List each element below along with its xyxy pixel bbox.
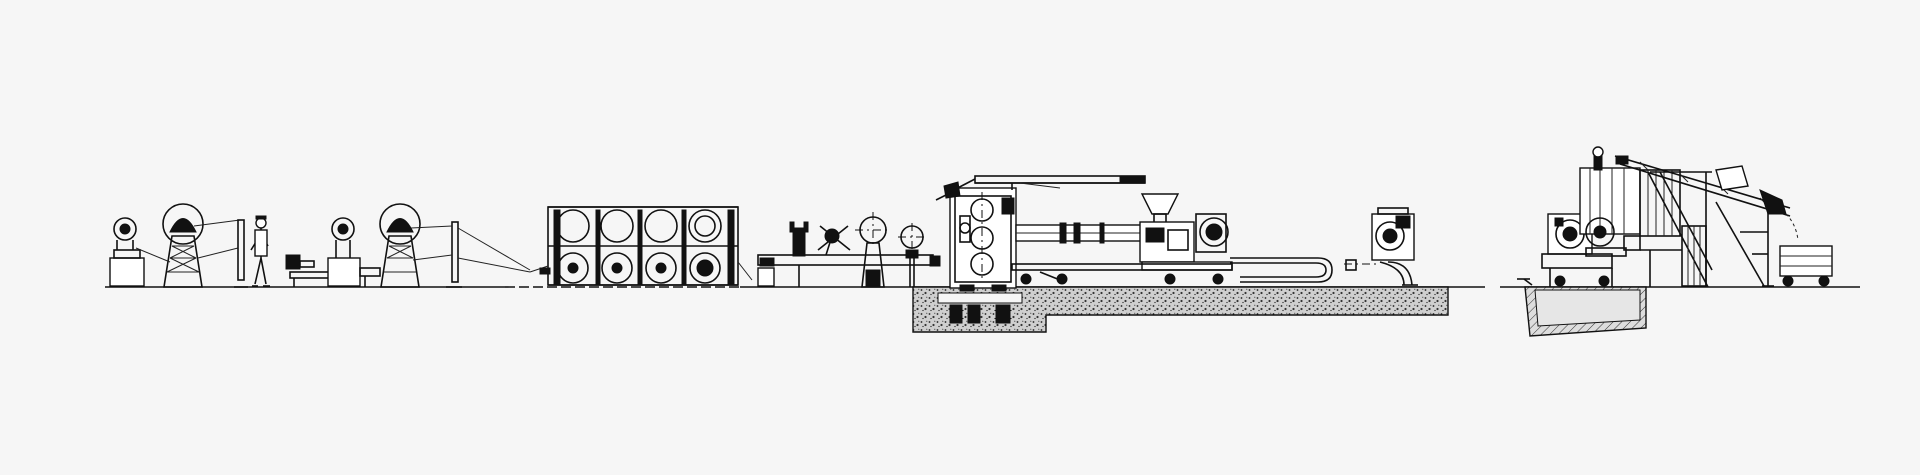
collection-cart: [1779, 245, 1833, 287]
winder-tower-2: [379, 203, 421, 288]
hopper-tower: [1579, 146, 1641, 257]
guide-roll-1: [855, 212, 891, 288]
cutter-guide-station: [757, 212, 941, 288]
guide-roll-2: [898, 223, 926, 287]
cutter-arm: [817, 225, 851, 256]
operator-figure: [250, 215, 270, 287]
stacker-pit: [1517, 278, 1647, 337]
take-up-unit: [1344, 207, 1418, 286]
drum-row-top: [556, 209, 722, 243]
winder-tower-1: [162, 203, 204, 288]
reel-stand-1: [109, 217, 145, 287]
extruder-barrel: [1015, 222, 1147, 244]
extruder-hopper: [1140, 193, 1180, 225]
multi-drum-frame: [529, 206, 753, 286]
incline-conveyor: [1614, 155, 1799, 287]
tension-post: [410, 221, 531, 288]
feed-conveyor-top: [935, 175, 1146, 201]
drum-row-bottom: [557, 252, 721, 284]
calender-machine: [949, 187, 1017, 292]
foundation-pit: [912, 286, 1449, 333]
reel-stand-2: [327, 217, 361, 287]
extruder-drive: [1139, 213, 1233, 271]
extruder-base-frame: [1011, 263, 1233, 285]
payoff-station: [109, 203, 531, 288]
discharge-conveyor: [1230, 257, 1333, 283]
access-stairway: [1647, 171, 1713, 288]
cooling-rack: [1639, 169, 1682, 287]
mixer-unit: [1541, 213, 1613, 287]
